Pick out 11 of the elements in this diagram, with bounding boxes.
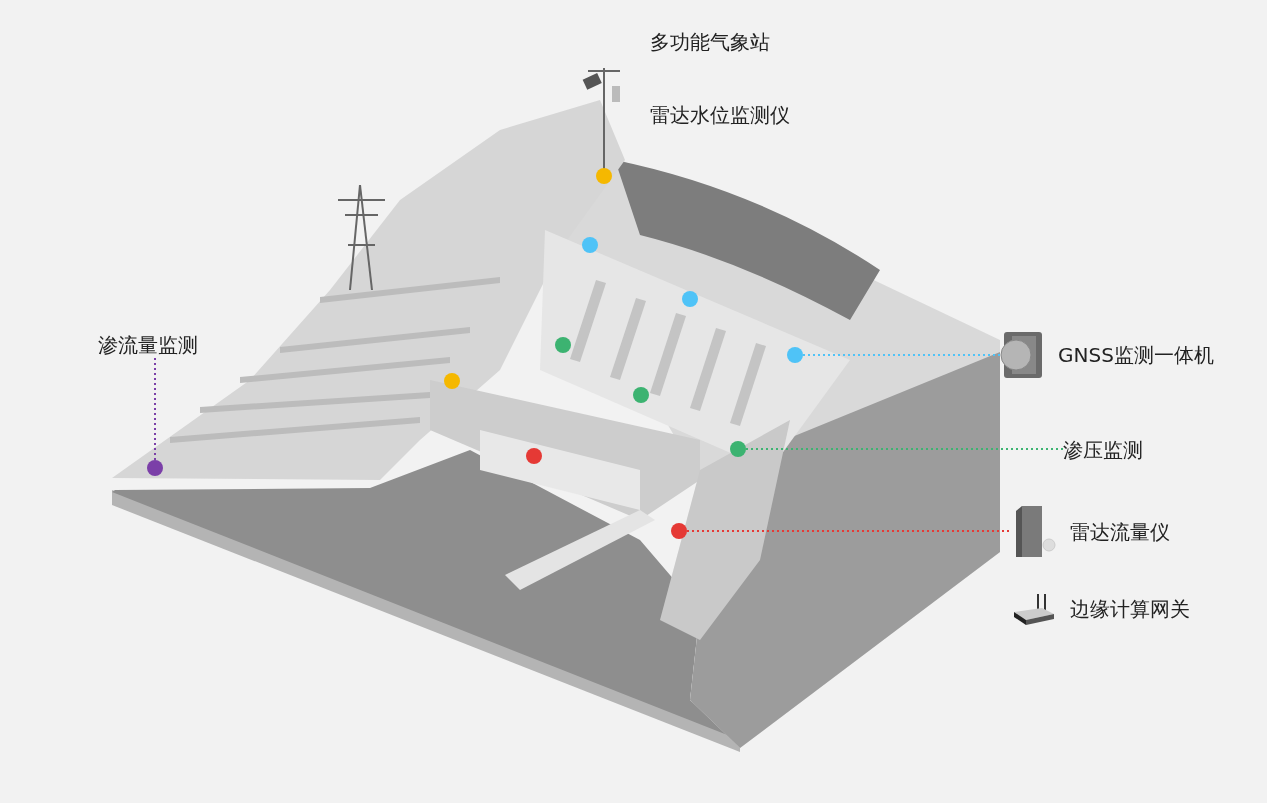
label-text: 雷达水位监测仪 <box>650 103 790 127</box>
leader-line <box>802 354 1001 356</box>
label-text: 边缘计算网关 <box>1070 597 1190 621</box>
leader-line <box>745 448 1064 450</box>
sensor-dot <box>671 523 687 539</box>
label-text: 渗压监测 <box>1063 438 1143 462</box>
label-text: 雷达流量仪 <box>1070 520 1170 544</box>
leader-line <box>154 356 156 461</box>
label-text: GNSS监测一体机 <box>1058 343 1214 367</box>
label-text: 多功能气象站 <box>650 30 770 54</box>
label-text: 渗流量监测 <box>98 333 198 357</box>
